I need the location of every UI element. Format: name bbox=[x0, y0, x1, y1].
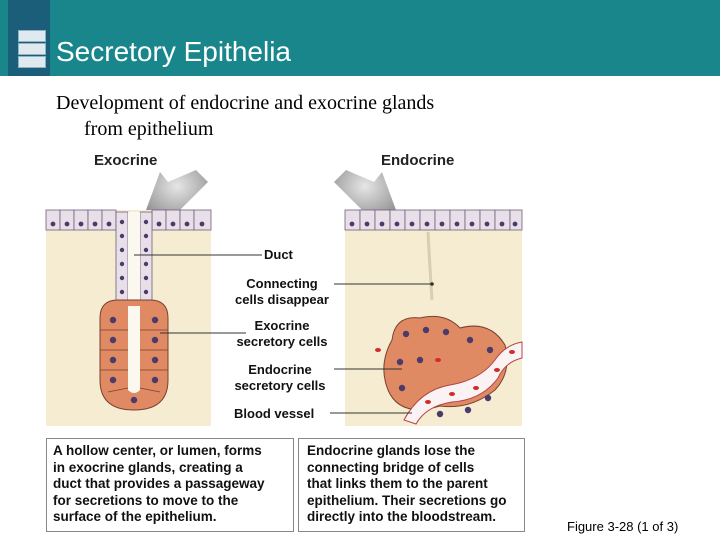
endocrine-caption-box: Endocrine glands lose the connecting bri… bbox=[298, 438, 525, 532]
exocrine-cells-label: Exocrine secretory cells bbox=[222, 318, 342, 350]
endocrine-heading: Endocrine bbox=[381, 152, 455, 169]
exocrine-panel bbox=[45, 209, 212, 426]
logo-bar bbox=[18, 43, 46, 55]
endocrine-label-line-1: Endocrine bbox=[248, 362, 312, 377]
slide-subtitle: Development of endocrine and exocrine gl… bbox=[56, 90, 536, 142]
logo-bar bbox=[18, 30, 46, 42]
connecting-label-line-2: cells disappear bbox=[235, 292, 329, 307]
caption-line: for secretions to move to the bbox=[53, 492, 239, 508]
exocrine-caption: A hollow center, or lumen, forms in exoc… bbox=[53, 443, 265, 526]
logo-icon bbox=[8, 0, 50, 76]
caption-line: A hollow center, or lumen, forms bbox=[53, 443, 262, 458]
subtitle-line-1: Development of endocrine and exocrine gl… bbox=[56, 92, 435, 114]
endocrine-label-line-2: secretory cells bbox=[234, 378, 326, 393]
subtitle-line-2: from epithelium bbox=[84, 118, 214, 140]
exocrine-caption-box: A hollow center, or lumen, forms in exoc… bbox=[46, 438, 294, 532]
connecting-cells-label: Connecting cells disappear bbox=[222, 276, 342, 308]
endocrine-cells-label: Endocrine secretory cells bbox=[220, 362, 340, 394]
slide-title: Secretory Epithelia bbox=[56, 36, 292, 67]
title-bar bbox=[0, 0, 720, 76]
exocrine-heading: Exocrine bbox=[94, 152, 158, 169]
exocrine-label-line-1: Exocrine bbox=[254, 318, 310, 333]
caption-line: connecting bridge of cells bbox=[307, 459, 475, 475]
logo-bar bbox=[18, 56, 46, 68]
caption-line: in exocrine glands, creating a bbox=[53, 459, 243, 475]
figure-number: Figure 3-28 (1 of 3) bbox=[567, 519, 679, 534]
endocrine-panel bbox=[344, 209, 523, 426]
caption-line: Endocrine glands lose the bbox=[307, 443, 476, 458]
connecting-label-line-1: Connecting bbox=[246, 276, 318, 291]
endocrine-caption: Endocrine glands lose the connecting bri… bbox=[307, 443, 507, 526]
duct-label: Duct bbox=[264, 247, 293, 262]
exocrine-label-line-2: secretory cells bbox=[236, 334, 328, 349]
caption-line: surface of the epithelium. bbox=[53, 509, 217, 524]
caption-line: that links them to the parent bbox=[307, 476, 488, 491]
blood-vessel-label: Blood vessel bbox=[234, 406, 315, 421]
caption-line: epithelium. Their secretions go bbox=[307, 492, 507, 508]
caption-line: directly into the bloodstream. bbox=[307, 509, 497, 524]
leader-lines bbox=[134, 254, 432, 414]
caption-line: duct that provides a passageway bbox=[53, 476, 265, 491]
